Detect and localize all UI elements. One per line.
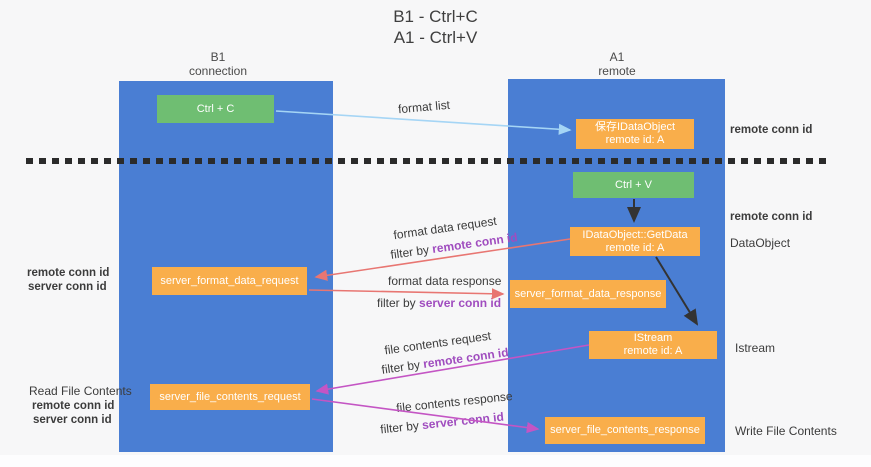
annotation-remote-conn-id-top-right: remote conn id <box>730 124 813 136</box>
machine-boundary-dashed-line <box>26 158 830 164</box>
node-istream-line2: remote id: A <box>623 345 683 357</box>
node-format-request-label: server_format_data_request <box>160 274 299 287</box>
node-file-request-label: server_file_contents_request <box>159 390 301 403</box>
diagram-title: B1 - Ctrl+C A1 - Ctrl+V <box>0 6 871 48</box>
arrow-format-data-response <box>308 288 505 300</box>
title-line-2: A1 - Ctrl+V <box>393 28 478 47</box>
annotation-remote-conn-id-mid-right: remote conn id <box>730 211 813 223</box>
annotation-remote-conn-id-bottom-left: remote conn id <box>32 400 115 412</box>
node-ctrl-c: Ctrl + C <box>157 95 274 123</box>
filter-by-text: filter by <box>379 418 423 437</box>
annotation-write-file-contents: Write File Contents <box>735 424 837 438</box>
node-ctrl-v: Ctrl + V <box>573 172 694 198</box>
annotation-server-conn-id-mid-left: server conn id <box>28 281 107 293</box>
node-ctrl-v-label: Ctrl + V <box>615 178 652 191</box>
annotation-read-file-contents: Read File Contents <box>29 384 132 398</box>
node-getdata-line2: remote id: A <box>605 241 665 254</box>
filter-by-text: filter by <box>389 242 434 262</box>
node-server-format-data-request: server_format_data_request <box>152 267 307 295</box>
node-getdata-line1: IDataObject::GetData <box>582 228 688 241</box>
annotation-dataobject: DataObject <box>730 236 791 250</box>
node-istream-line1: IStream <box>633 332 673 344</box>
lifeline-b1-name: B1 <box>210 50 226 64</box>
node-save-idataobject-line1: 保存IDataObject <box>594 121 676 133</box>
node-server-file-contents-request: server_file_contents_request <box>150 384 310 410</box>
node-save-idataobject: 保存IDataObject remote id: A <box>576 119 694 149</box>
server-conn-id-text: server conn id <box>419 296 502 310</box>
title-line-1: B1 - Ctrl+C <box>393 7 478 26</box>
edge-label-format-list: format list <box>397 97 451 117</box>
lifeline-a1-role: remote <box>598 64 636 78</box>
lifeline-header-a1: A1 remote <box>547 50 687 78</box>
lifeline-b1-role: connection <box>188 64 248 78</box>
node-server-format-data-response: server_format_data_response <box>510 280 666 308</box>
node-istream: IStream remote id: A <box>589 331 717 359</box>
annotation-istream: Istream <box>735 341 776 355</box>
annotation-server-conn-id-bottom-left: server conn id <box>33 414 112 426</box>
edge-label-filter-by-server-1: filter by server conn id <box>377 296 501 310</box>
node-file-response-label: server_file_contents_response <box>550 424 700 436</box>
annotation-remote-conn-id-mid-left: remote conn id <box>27 267 110 279</box>
lifeline-a1-name: A1 <box>609 50 625 64</box>
node-ctrl-c-label: Ctrl + C <box>196 102 235 115</box>
node-format-response-label: server_format_data_response <box>514 287 662 300</box>
filter-by-text: filter by <box>377 296 420 310</box>
node-idataobject-getdata: IDataObject::GetData remote id: A <box>570 227 700 256</box>
filter-by-text: filter by <box>380 357 425 377</box>
edge-label-format-data-response: format data response <box>388 274 502 288</box>
bottom-strip <box>0 455 871 467</box>
node-save-idataobject-line2: remote id: A <box>605 134 665 146</box>
server-conn-id-text: server conn id <box>421 409 505 433</box>
node-server-file-contents-response: server_file_contents_response <box>545 417 705 444</box>
lifeline-header-b1: B1 connection <box>148 50 288 78</box>
